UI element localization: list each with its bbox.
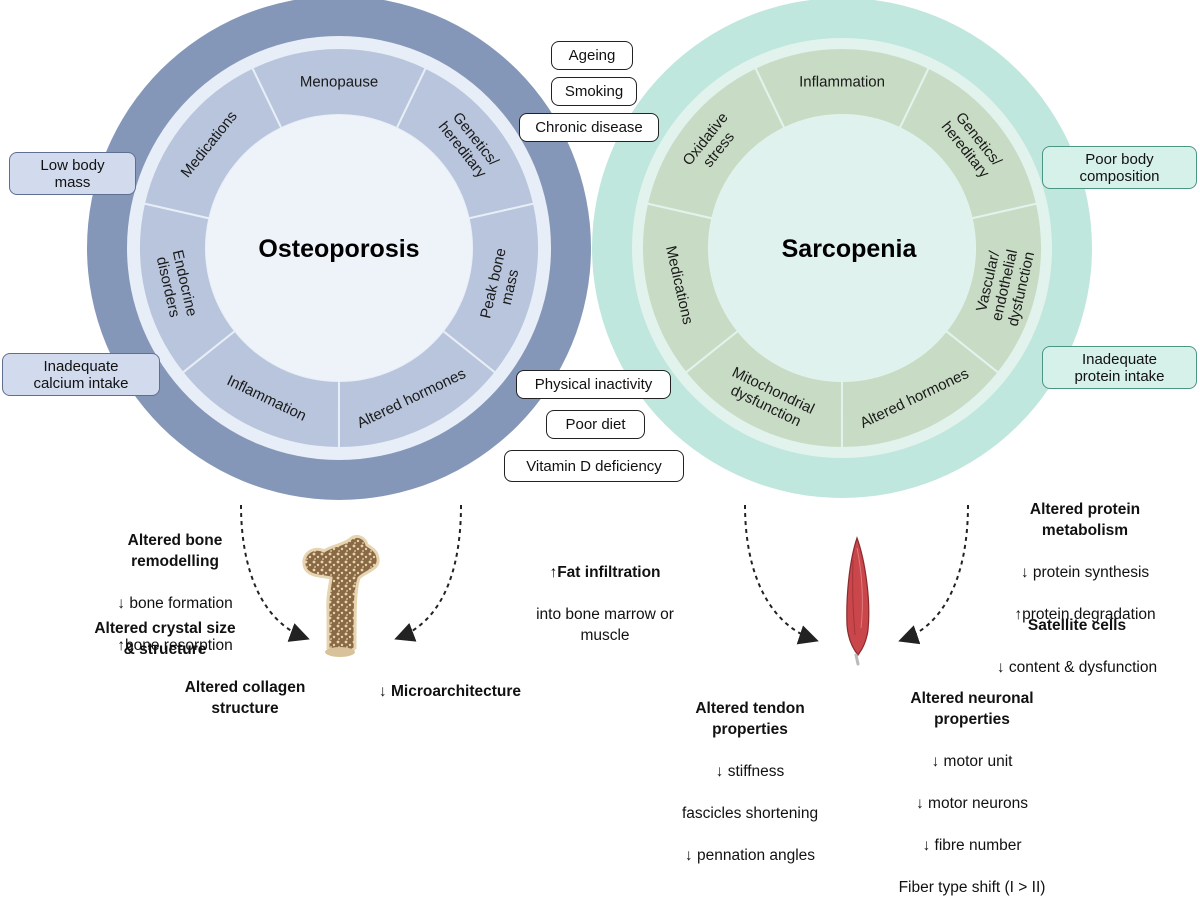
effect-bone-remodelling-line: ↓ bone formation <box>117 595 233 612</box>
effect-neuronal-properties-line: Fiber type shift (I > II) <box>898 879 1046 896</box>
sarcopenia-title: Sarcopenia <box>782 235 918 263</box>
factor-inadequate-protein-intake: Inadequate protein intake <box>1042 346 1197 389</box>
effect-fat-infiltration: ↑Fat infiltration into bone marrow or mu… <box>505 541 705 646</box>
effect-microarchitecture: ↓ Microarchitecture <box>378 683 522 700</box>
effect-neuronal-properties-title: Altered neuronal properties <box>910 690 1034 728</box>
effect-tendon-properties-line: ↓ stiffness <box>715 763 785 780</box>
arrow-tendon-to-muscle <box>744 504 819 645</box>
effect-neuronal-properties-line: ↓ fibre number <box>922 837 1022 854</box>
effect-bone-remodelling: Altered bone remodelling ↓ bone formatio… <box>70 509 280 656</box>
osteoporosis-title: Osteoporosis <box>258 235 419 263</box>
factor-inadequate-calcium-intake: Inadequate calcium intake <box>2 353 160 396</box>
sarcopenia-factor-inflammation: Inflammation <box>799 73 885 90</box>
effect-protein-metabolism-title: Altered protein metabolism <box>1029 501 1141 539</box>
osteoporosis-circle <box>87 0 591 500</box>
factor-ageing: Ageing <box>551 41 633 70</box>
effect-tendon-properties-line: ↓ pennation angles <box>684 847 816 864</box>
effect-protein-metabolism-line: ↓ protein synthesis <box>1020 564 1150 581</box>
effect-neuronal-properties-line: ↓ motor neurons <box>916 795 1028 812</box>
factor-poor-diet: Poor diet <box>546 410 645 439</box>
effect-collagen-structure: Altered collagen structure <box>184 679 306 717</box>
effect-satellite-cells-title: Satellite cells <box>1027 617 1127 634</box>
diagram-canvas: Osteoporosis Sarcopenia MenopauseGenetic… <box>87 0 1092 666</box>
arrow-neuronal-to-muscle <box>898 504 969 645</box>
effect-tendon-properties-line: fascicles shortening <box>681 805 819 822</box>
arrow-microarchitecture-to-bone <box>394 504 462 642</box>
effect-protein-metabolism-line: ↑protein degradation <box>1014 606 1156 623</box>
effect-protein-metabolism: Altered protein metabolism ↓ protein syn… <box>985 478 1185 625</box>
factor-physical-inactivity: Physical inactivity <box>516 370 671 399</box>
effect-bone-remodelling-line: ↑bone resorption <box>117 637 233 654</box>
factor-poor-body-composition: Poor body composition <box>1042 146 1197 189</box>
factor-smoking: Smoking <box>551 77 637 106</box>
effect-crystal-size: Altered crystal size & structure <box>94 620 236 658</box>
muscle-icon <box>846 536 870 666</box>
sarcopenia-segments <box>641 47 1044 450</box>
effect-fat-infiltration-text: into bone marrow or muscle <box>536 606 674 644</box>
sarcopenia-circle <box>592 0 1092 498</box>
effect-satellite-cells-line: ↓ content & dysfunction <box>996 659 1158 676</box>
effect-bone-remodelling-title: Altered bone remodelling <box>127 532 223 570</box>
effect-fat-infiltration-title: ↑Fat infiltration <box>549 564 661 581</box>
effect-satellite-cells: Satellite cells ↓ content & dysfunction <box>972 594 1182 678</box>
osteoporosis-center <box>206 115 472 381</box>
femur-bone-icon <box>302 534 380 657</box>
factor-low-body-mass: Low body mass <box>9 152 136 195</box>
effect-neuronal-properties: Altered neuronal properties ↓ motor unit… <box>872 667 1072 898</box>
sarcopenia-center <box>709 115 975 381</box>
factor-chronic-disease: Chronic disease <box>519 113 659 142</box>
effect-tendon-properties: Altered tendon properties ↓ stiffness fa… <box>650 677 850 866</box>
factor-vitamin-d-deficiency: Vitamin D deficiency <box>504 450 684 482</box>
dashed-arrows <box>240 504 969 645</box>
osteoporosis-factor-menopause: Menopause <box>300 73 378 90</box>
effect-neuronal-properties-line: ↓ motor unit <box>931 753 1013 770</box>
effect-tendon-properties-title: Altered tendon properties <box>695 700 805 738</box>
